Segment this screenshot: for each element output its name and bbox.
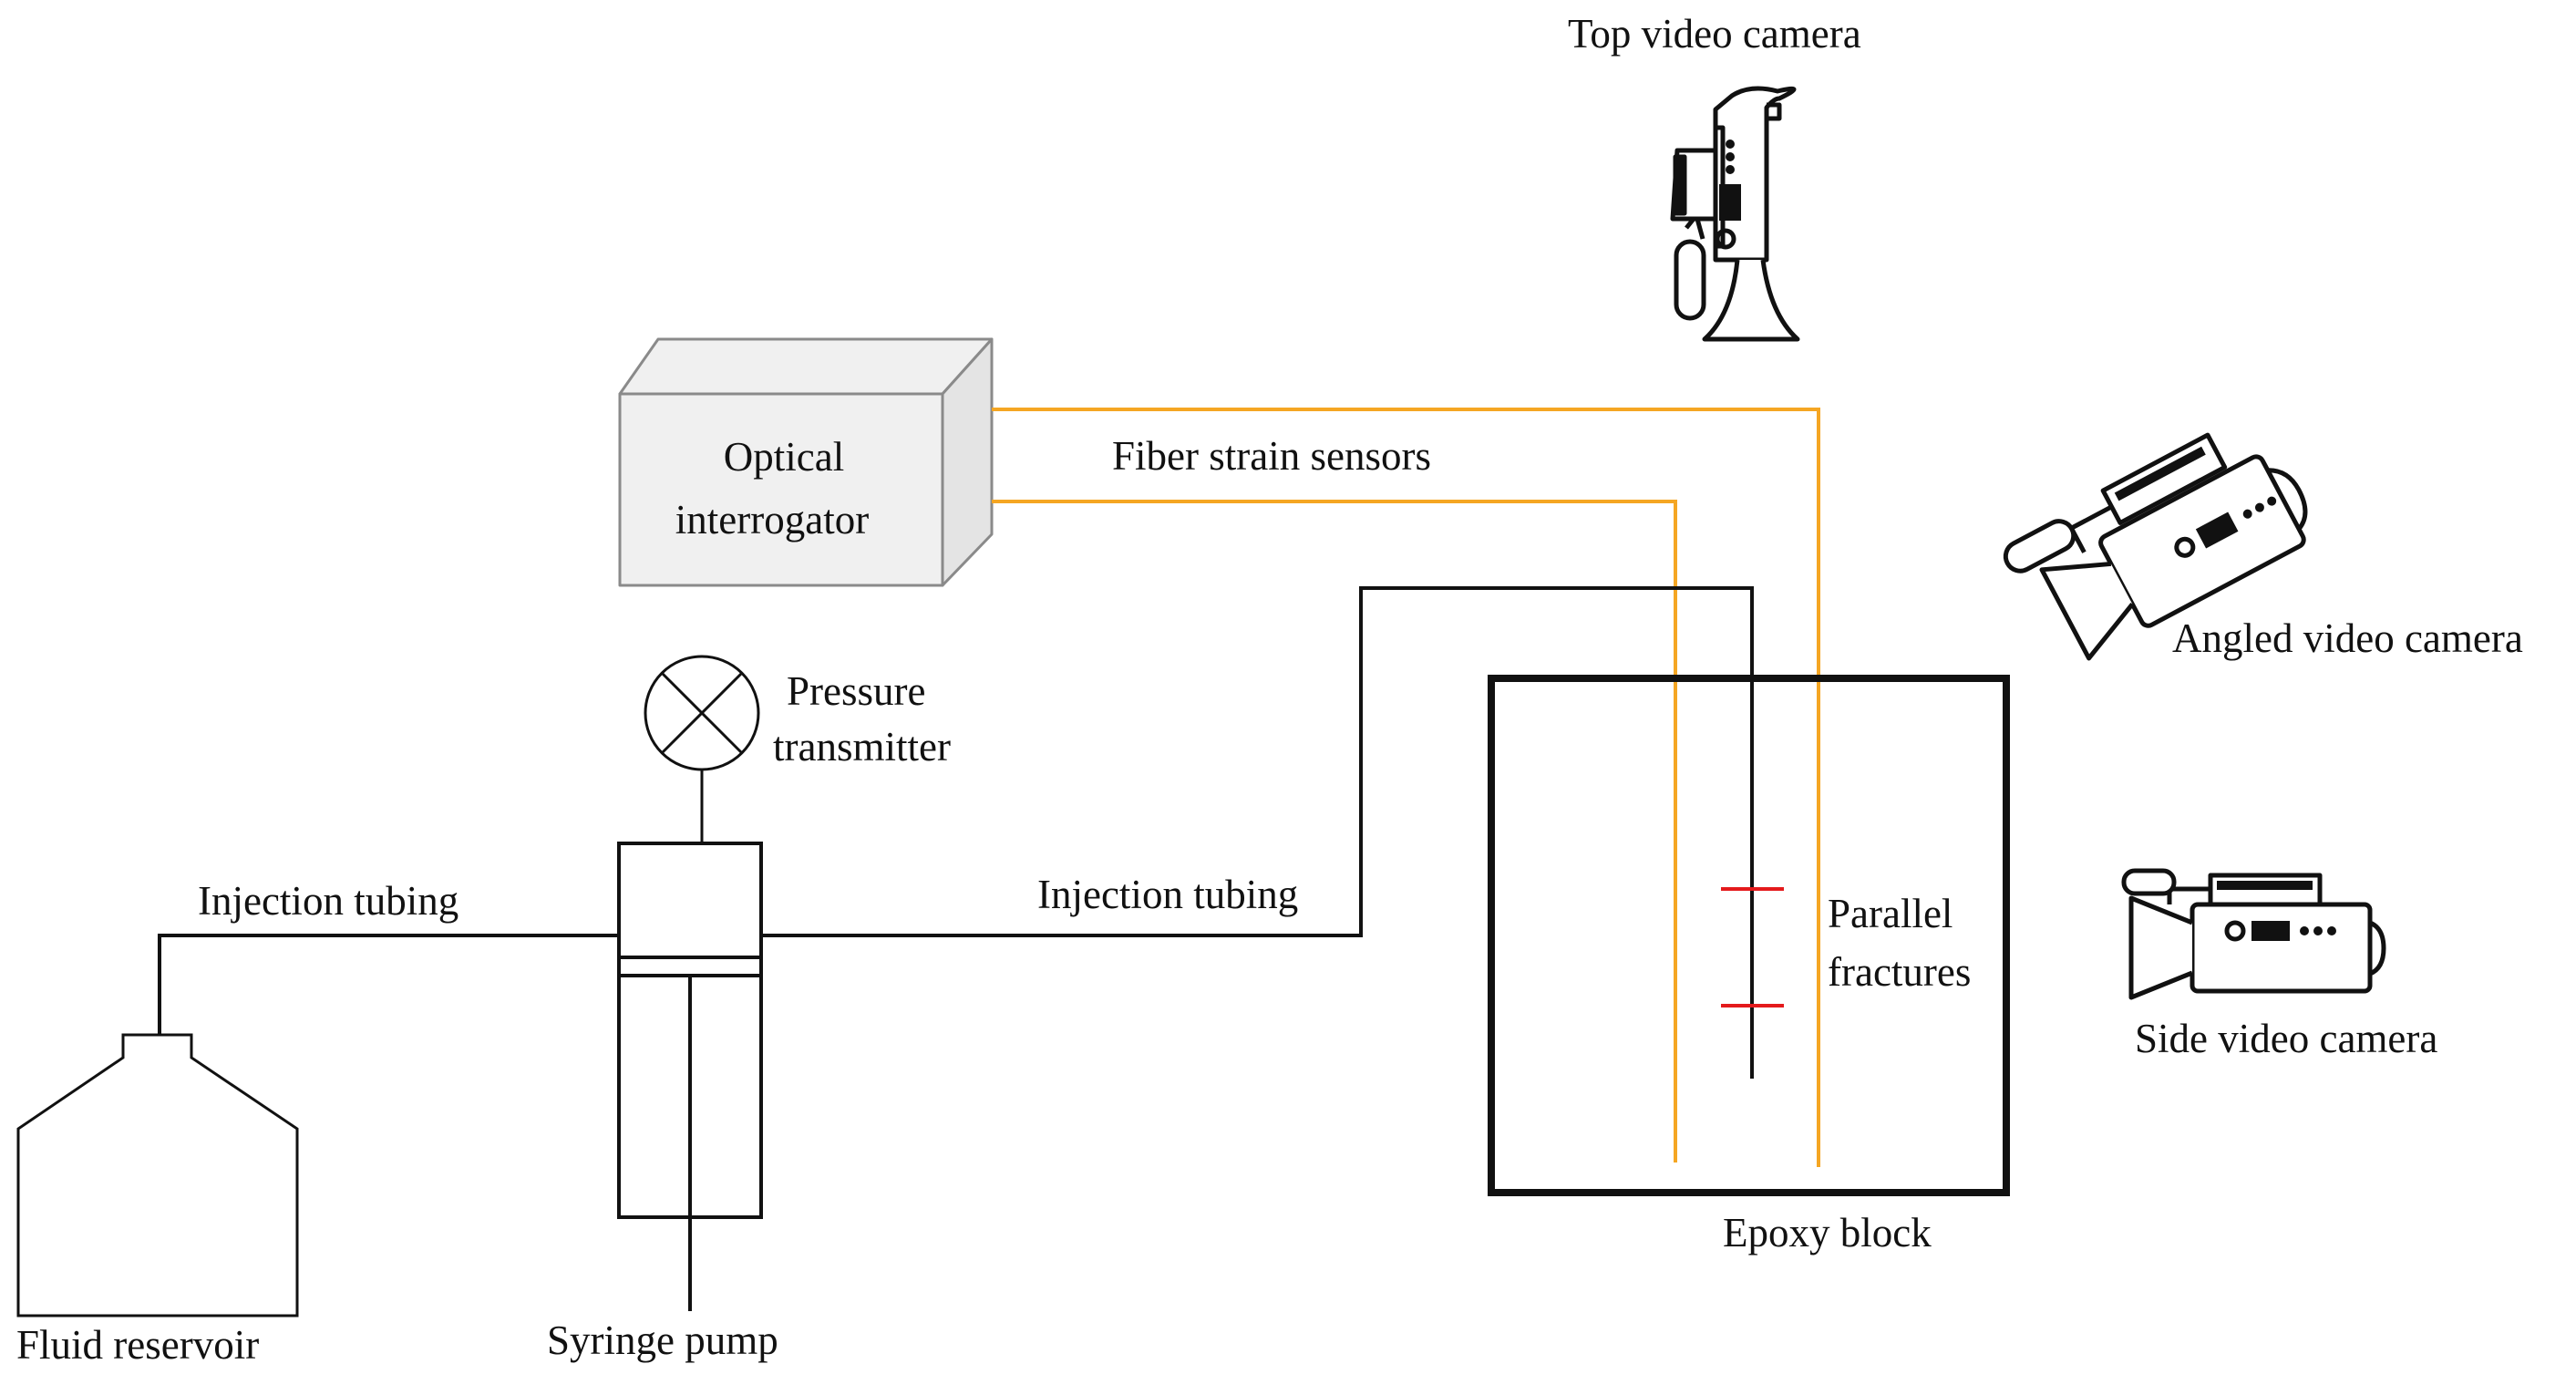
label-top-video-camera: Top video camera — [1568, 11, 1861, 57]
fluid-reservoir — [16, 1033, 299, 1318]
label-pressure: Pressure — [787, 668, 925, 714]
box-top-face — [618, 337, 994, 396]
injection-tubing-left — [158, 934, 619, 1035]
injection-tubing-right — [761, 586, 1754, 1079]
fiber-line-outer — [992, 408, 1820, 1167]
angled-video-camera-icon — [2003, 432, 2308, 661]
label-epoxy-block: Epoxy block — [1723, 1210, 1932, 1256]
label-fractures: fractures — [1828, 949, 1971, 995]
label-syringe-pump: Syringe pump — [547, 1318, 778, 1363]
label-interrogator: interrogator — [675, 497, 869, 542]
fiber-strain-sensor-lines — [992, 408, 1820, 1167]
side-video-camera-icon — [2121, 868, 2386, 1000]
label-side-video-camera: Side video camera — [2135, 1016, 2437, 1061]
label-optical: Optical — [724, 434, 844, 480]
pressure-transmitter-icon — [644, 655, 760, 843]
label-fluid-reservoir: Fluid reservoir — [16, 1322, 259, 1368]
label-injection-tubing-right: Injection tubing — [1037, 872, 1298, 917]
fiber-line-inner — [992, 500, 1677, 1162]
optical-interrogator-box — [618, 337, 994, 587]
label-angled-video-camera: Angled video camera — [2172, 615, 2523, 661]
box-front-face — [618, 392, 944, 587]
label-injection-tubing-left: Injection tubing — [198, 878, 459, 924]
epoxy-block — [1488, 675, 2010, 1196]
top-video-camera-icon — [1670, 86, 1800, 342]
label-fiber-strain-sensors: Fiber strain sensors — [1112, 433, 1431, 479]
label-transmitter: transmitter — [773, 724, 951, 770]
syringe-pump — [617, 842, 763, 1311]
label-parallel: Parallel — [1828, 891, 1953, 936]
